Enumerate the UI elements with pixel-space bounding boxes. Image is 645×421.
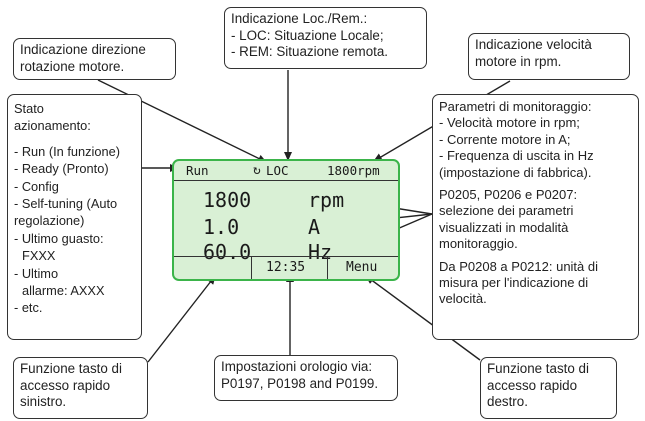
callout-locrem: Indicazione Loc./Rem.: - LOC: Situazione… <box>224 7 427 69</box>
lcd-unit-current: A <box>308 215 321 239</box>
lcd-value-frequency: 60.0 <box>203 240 252 264</box>
arrow-right-key <box>365 275 481 361</box>
lcd-right-softkey[interactable]: Menu <box>346 260 378 275</box>
lcd-value-speed: 1800 <box>203 188 252 212</box>
callout-clock: Impostazioni orologio via: P0197, P0198 … <box>214 355 398 401</box>
callout-left-key: Funzione tasto di accesso rapido sinistr… <box>13 357 148 419</box>
lcd-row-frequency: 60.0 Hz <box>174 240 398 267</box>
callout-direction: Indicazione direzione rotazione motore. <box>13 38 176 80</box>
lcd-row-speed: 1800 rpm <box>174 188 398 215</box>
lcd-divider-right <box>327 257 328 279</box>
lcd-softkey-bar: 12:35 Menu <box>174 256 398 279</box>
callout-stato: Stato azionamento: - Run (In funzione) -… <box>7 94 142 340</box>
arrow-direction <box>97 79 267 163</box>
rotation-direction-icon: ↻ <box>253 163 261 178</box>
callout-right-key: Funzione tasto di accesso rapido destro. <box>480 357 617 419</box>
lcd-row-current: 1.0 A <box>174 215 398 242</box>
callout-params: Parametri di monitoraggio: - Velocità mo… <box>432 94 639 340</box>
lcd-clock: 12:35 <box>266 260 306 275</box>
lcd-unit-speed: rpm <box>308 188 345 212</box>
lcd-loc-rem: LOC <box>266 163 289 178</box>
lcd-unit-frequency: Hz <box>308 240 333 264</box>
lcd-mode: Run <box>186 163 209 178</box>
lcd-top-speed: 1800rpm <box>327 163 380 178</box>
lcd-divider-left <box>251 257 252 279</box>
arrow-left-key <box>147 275 216 363</box>
lcd-status-bar: Run ↻ LOC 1800rpm <box>174 161 398 181</box>
lcd-display: Run ↻ LOC 1800rpm 1800 rpm 1.0 A 60.0 Hz… <box>172 159 400 281</box>
lcd-value-current: 1.0 <box>203 215 240 239</box>
callout-speed: Indicazione velocità motore in rpm. <box>468 33 630 80</box>
